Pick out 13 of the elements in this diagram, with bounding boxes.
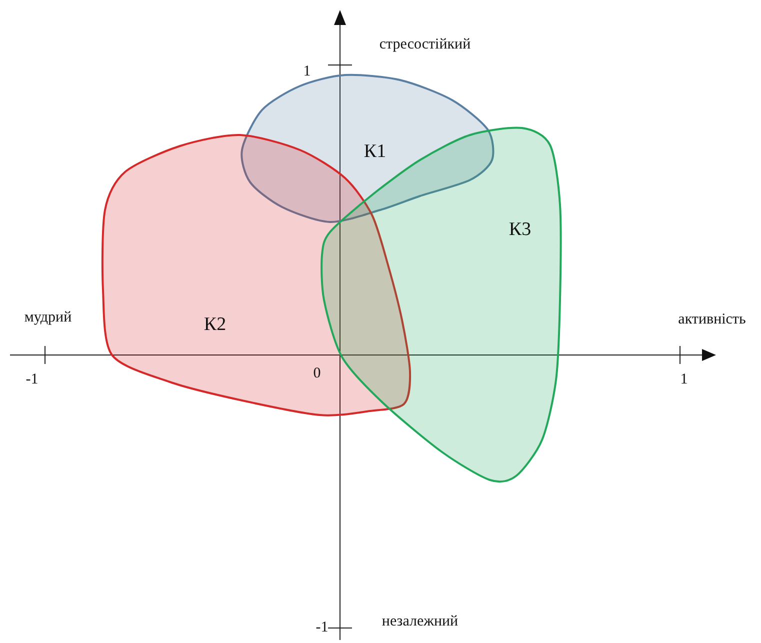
axis-label: стресостійкий bbox=[379, 36, 471, 54]
cluster-label: К1 bbox=[364, 141, 386, 163]
axis-label: незалежний bbox=[382, 614, 458, 630]
origin-label: 0 bbox=[313, 366, 321, 382]
cluster-label: К2 bbox=[204, 314, 226, 336]
tick-label: -1 bbox=[26, 372, 38, 388]
cluster-region bbox=[322, 128, 560, 480]
axis-label: активність bbox=[678, 312, 746, 328]
cluster-label: К3 bbox=[508, 219, 532, 241]
tick-label: 1 bbox=[303, 64, 311, 80]
tick-label: 1 bbox=[680, 372, 688, 388]
tick-label: -1 bbox=[316, 620, 328, 636]
axis-label: мудрий bbox=[24, 310, 72, 326]
